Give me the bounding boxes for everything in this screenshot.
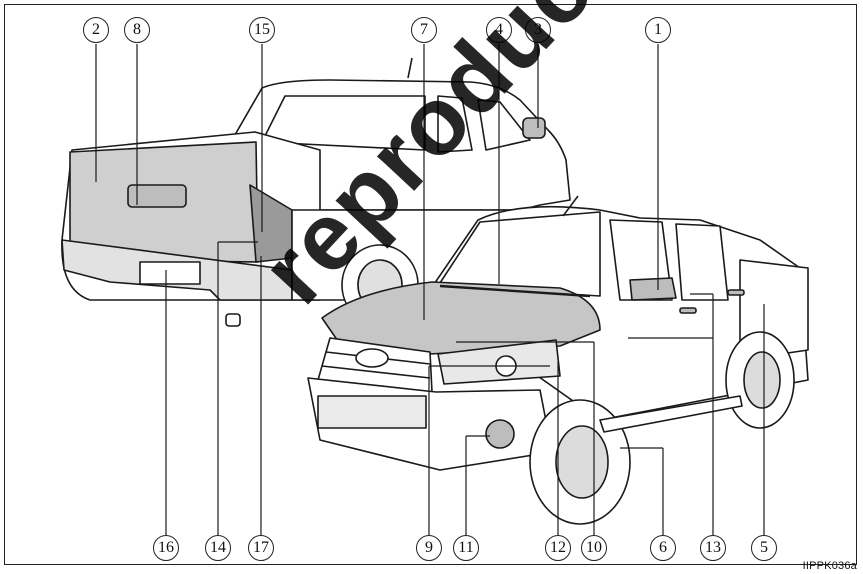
rear-door-handle (727, 289, 745, 296)
emblem (355, 348, 389, 368)
callout-4: 4 (486, 17, 512, 43)
callout-11: 11 (453, 535, 479, 561)
front-wheel-hub (555, 425, 609, 499)
fog-light (485, 419, 515, 449)
door-mirror (629, 277, 677, 301)
callout-17: 17 (248, 535, 274, 561)
callout-10: 10 (581, 535, 607, 561)
callout-5: 5 (751, 535, 777, 561)
rear-side-window (437, 95, 473, 153)
side-step (599, 395, 743, 433)
lower-grille (317, 395, 427, 429)
callout-7: 7 (411, 17, 437, 43)
callout-3: 3 (525, 17, 551, 43)
figure-frame (4, 4, 857, 565)
callout-8: 8 (124, 17, 150, 43)
front-side-window (477, 99, 531, 151)
license-plate-area (139, 261, 201, 285)
image-code: IIPPK036a (803, 560, 857, 572)
exhaust-pipe (225, 313, 241, 327)
rear-window (261, 95, 426, 151)
callout-12: 12 (545, 535, 571, 561)
front-truck-antenna (562, 195, 579, 217)
rear-door-window (675, 223, 729, 301)
wiper (439, 284, 591, 298)
tailgate-handle (127, 184, 187, 208)
rear-truck-antenna (407, 57, 413, 79)
hood (321, 281, 601, 355)
front-door-handle (679, 307, 697, 314)
callout-15: 15 (249, 17, 275, 43)
callout-9: 9 (416, 535, 442, 561)
front-truck-rear-wheel-hub (743, 351, 781, 409)
callout-14: 14 (205, 535, 231, 561)
callout-6: 6 (650, 535, 676, 561)
callout-13: 13 (700, 535, 726, 561)
rear-truck-mirror (522, 117, 546, 139)
callout-1: 1 (645, 17, 671, 43)
callout-2: 2 (83, 17, 109, 43)
image-code-text: PPK036a (809, 560, 857, 572)
image-code-marker: II (802, 560, 810, 572)
leader-lines (95, 44, 765, 535)
callout-16: 16 (153, 535, 179, 561)
